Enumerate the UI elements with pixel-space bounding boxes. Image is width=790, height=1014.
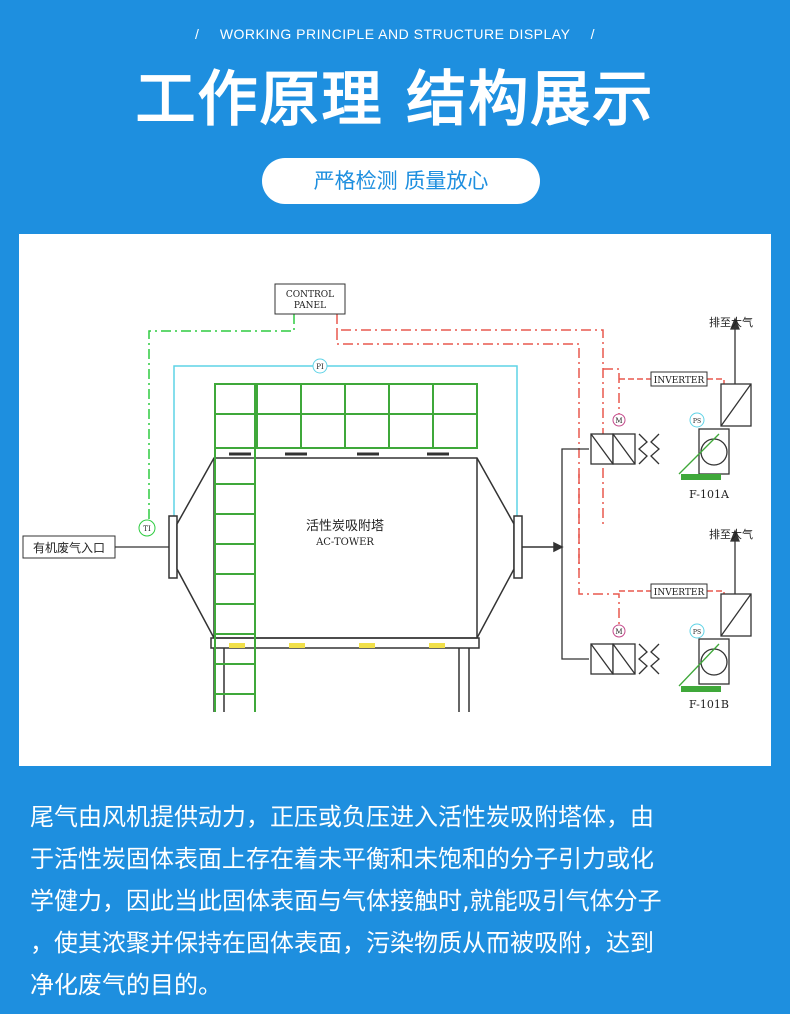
tower-label-cn: 活性炭吸附塔 — [306, 519, 384, 534]
outlet-piping — [561, 448, 589, 660]
english-title: WORKING PRINCIPLE AND STRUCTURE DISPLAY — [219, 26, 571, 42]
ac-tower — [168, 457, 564, 712]
inverter-b-label: INVERTER — [654, 588, 705, 598]
exhaust-a-label: 排至大气 — [709, 315, 753, 329]
pi-gauge-icon — [312, 358, 328, 374]
description-line-2: 于活性炭固体表面上存在着未平衡和未饱和的分子引力或化 — [30, 845, 654, 873]
control-panel-label-1: CONTROL — [286, 290, 334, 300]
description-paragraph: 尾气由风机提供动力，正压或负压进入活性炭吸附塔体，由 于活性炭固体表面上存在着未… — [30, 796, 770, 1006]
slash-right: / — [590, 26, 595, 42]
inverter-a-box — [650, 371, 708, 387]
control-panel-box — [274, 283, 346, 315]
ti-gauge-icon — [138, 519, 156, 537]
ps-b-label: PS — [693, 629, 701, 636]
ps-b-icon — [689, 623, 705, 639]
fan-a-assembly — [590, 317, 752, 480]
description-line-1: 尾气由风机提供动力，正压或负压进入活性炭吸附塔体，由 — [30, 803, 654, 831]
english-subtitle: / WORKING PRINCIPLE AND STRUCTURE DISPLA… — [0, 26, 790, 42]
bottom-nozzles — [229, 643, 445, 648]
ti-gauge-label: TI — [143, 525, 151, 533]
slash-left: / — [195, 26, 200, 42]
motor-a-icon — [612, 413, 626, 427]
fan-a-label: F-101A — [689, 488, 730, 501]
motor-b-label: M — [615, 628, 622, 636]
inverter-b-box — [650, 583, 708, 599]
motor-b-icon — [612, 624, 626, 638]
inverter-a-label: INVERTER — [654, 376, 705, 386]
control-panel-label-2: PANEL — [294, 301, 326, 311]
tower-label-en: AC-TOWER — [315, 537, 374, 548]
ps-a-label: PS — [693, 418, 701, 425]
quality-badge: 严格检测 质量放心 — [262, 158, 540, 204]
fan-b-assembly — [590, 529, 752, 692]
ps-a-icon — [689, 412, 705, 428]
page-title: 工作原理 结构展示 — [135, 65, 655, 135]
motor-a-label: M — [615, 417, 622, 425]
description-line-3: 学健力，因此当此固体表面与气体接触时,就能吸引气体分子 — [30, 887, 662, 915]
pi-gauge-label: PI — [316, 363, 324, 371]
fan-b-label: F-101B — [689, 698, 729, 711]
structure-diagram: CONTROL PANEL PI 有机废气入口 TI 活性炭吸附塔 AC-TOW… — [22, 283, 753, 712]
description-line-4: ，使其浓聚并保持在固体表面，污染物质从而被吸附，达到 — [30, 929, 654, 957]
description-line-5: 净化废气的目的。 — [30, 971, 222, 999]
structure-diagram-panel: CONTROL PANEL PI 有机废气入口 TI 活性炭吸附塔 AC-TOW… — [19, 234, 771, 766]
ladder-platform — [214, 383, 478, 712]
inlet-label: 有机废气入口 — [33, 540, 105, 555]
exhaust-b-label: 排至大气 — [709, 527, 753, 541]
